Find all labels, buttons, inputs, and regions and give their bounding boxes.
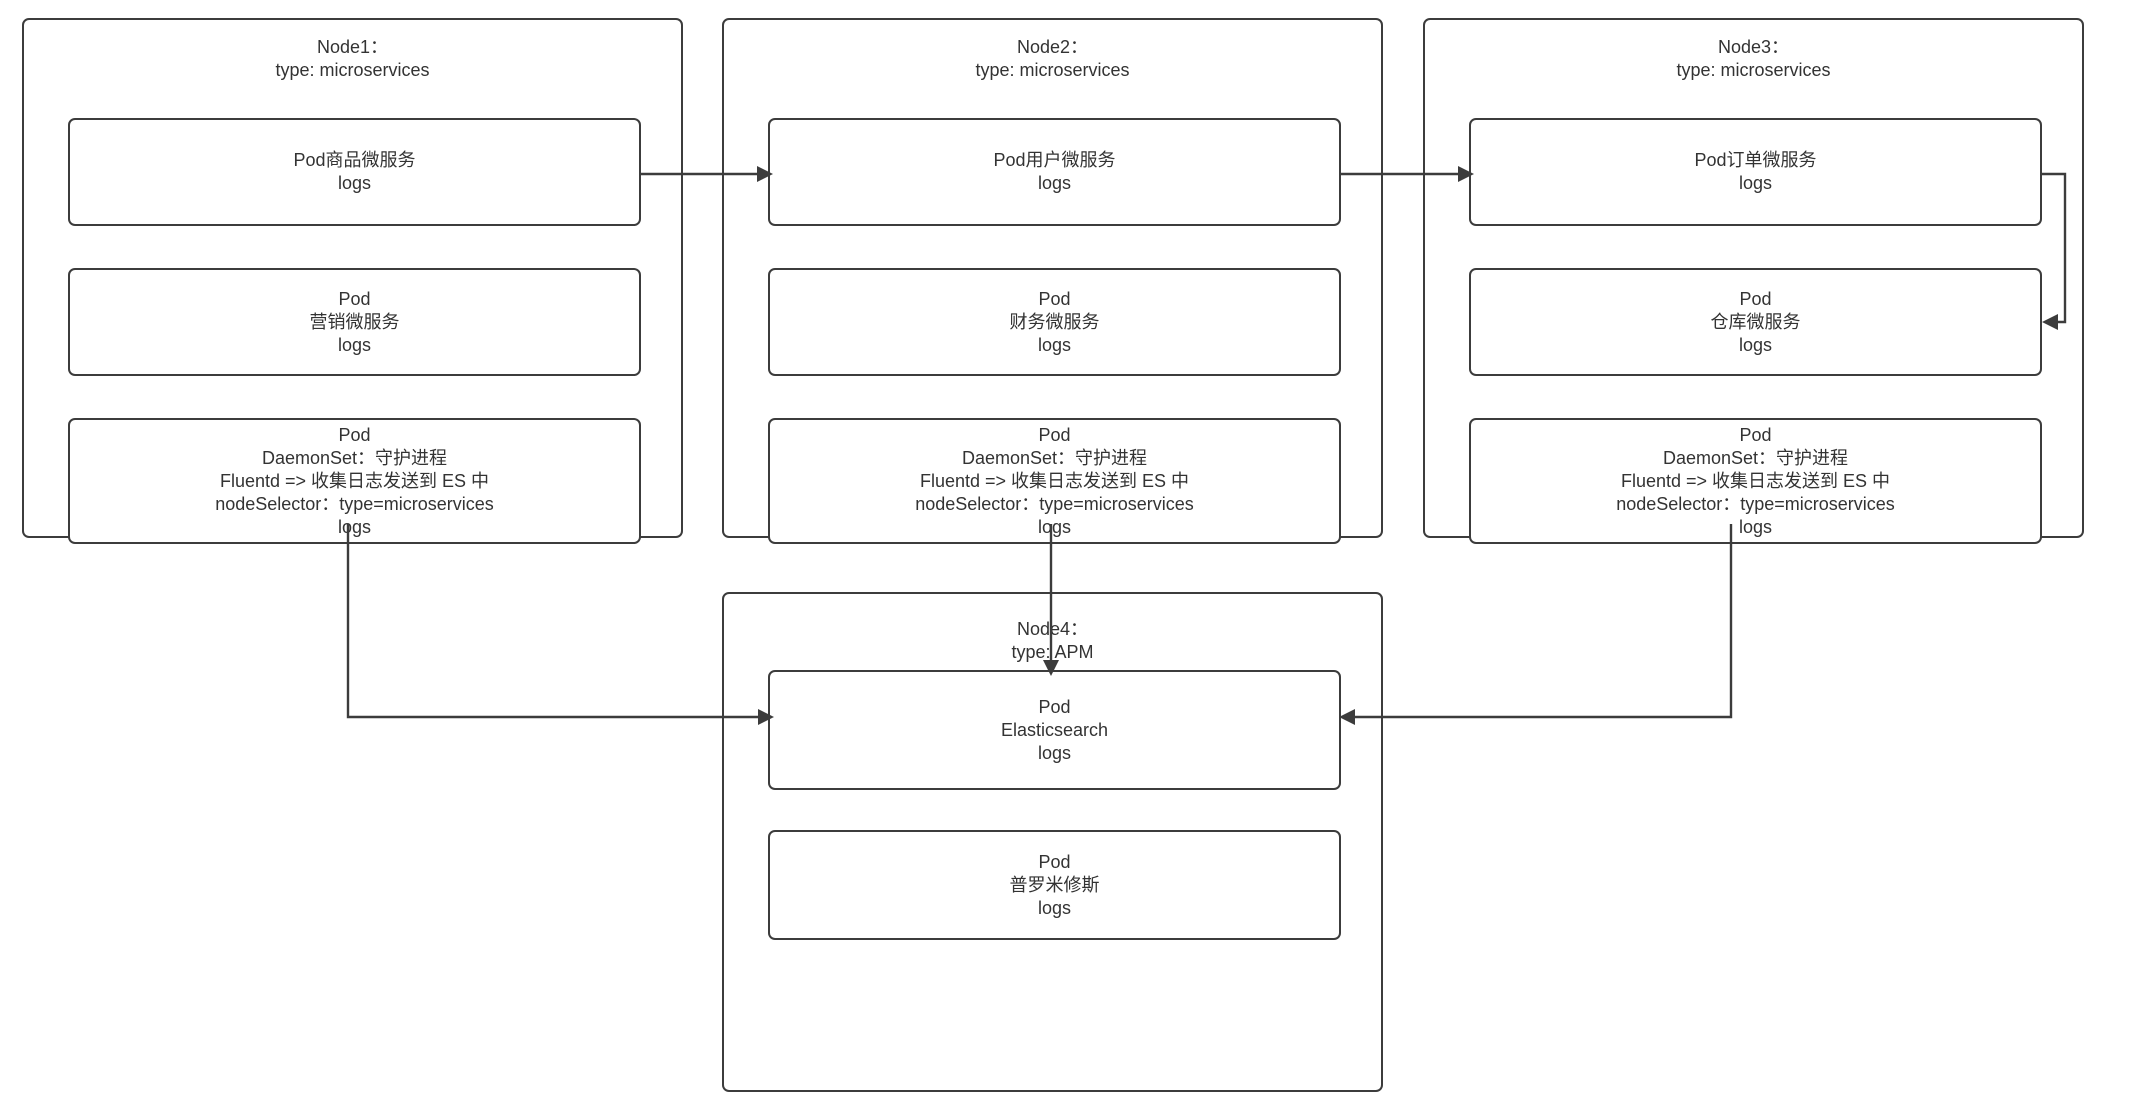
node-container-node3[interactable]: Node3： type: microservices Pod订单微服务 logs… (1423, 18, 2084, 544)
pod-box-node3-order[interactable]: Pod订单微服务 logs (1469, 118, 2042, 226)
pod-label-node2-user: Pod用户微服务 logs (993, 150, 1116, 193)
pod-box-node2-finance[interactable]: Pod 财务微服务 logs (768, 268, 1341, 376)
pod-label-node3-daemonset: Pod DaemonSet：守护进程 Fluentd => 收集日志发送到 ES… (1616, 424, 1895, 537)
node1-header: Node1： type: microservices (275, 37, 430, 80)
node-container-node1[interactable]: Node1： type: microservices Pod商品微服务 logs… (22, 18, 683, 544)
node-container-node4[interactable]: Node4： type: APM Pod Elasticsearch logs … (722, 592, 1383, 1092)
pod-box-node1-daemonset[interactable]: Pod DaemonSet：守护进程 Fluentd => 收集日志发送到 ES… (68, 418, 641, 544)
node3-header: Node3： type: microservices (1676, 37, 1831, 80)
node-container-node2[interactable]: Node2： type: microservices Pod用户微服务 logs… (722, 18, 1383, 544)
pod-label-node4-elasticsearch: Pod Elasticsearch logs (1000, 696, 1109, 763)
pod-box-node4-prometheus[interactable]: Pod 普罗米修斯 logs (768, 830, 1341, 940)
pod-label-node3-order: Pod订单微服务 logs (1694, 150, 1817, 193)
pod-box-node2-user[interactable]: Pod用户微服务 logs (768, 118, 1341, 226)
pod-label-node2-daemonset: Pod DaemonSet：守护进程 Fluentd => 收集日志发送到 ES… (915, 424, 1194, 537)
connector-node1-daemonset-to-elasticsearch (346, 524, 774, 725)
pod-label-node4-prometheus: Pod 普罗米修斯 logs (1009, 851, 1100, 918)
pod-label-node1-marketing: Pod 营销微服务 logs (309, 288, 400, 355)
connector-node3-daemonset-to-elasticsearch (1339, 524, 1733, 725)
pod-label-node2-finance: Pod 财务微服务 logs (1009, 288, 1100, 355)
pod-box-node2-daemonset[interactable]: Pod DaemonSet：守护进程 Fluentd => 收集日志发送到 ES… (768, 418, 1341, 544)
pod-label-node1-daemonset: Pod DaemonSet：守护进程 Fluentd => 收集日志发送到 ES… (215, 424, 494, 537)
pod-box-node1-marketing[interactable]: Pod 营销微服务 logs (68, 268, 641, 376)
pod-label-node3-warehouse: Pod 仓库微服务 logs (1710, 288, 1801, 355)
pod-box-node3-daemonset[interactable]: Pod DaemonSet：守护进程 Fluentd => 收集日志发送到 ES… (1469, 418, 2042, 544)
node4-header: Node4： type: APM (1011, 619, 1094, 662)
pod-label-node1-product: Pod商品微服务 logs (293, 150, 416, 193)
node2-header: Node2： type: microservices (975, 37, 1130, 80)
pod-box-node1-product[interactable]: Pod商品微服务 logs (68, 118, 641, 226)
pod-box-node3-warehouse[interactable]: Pod 仓库微服务 logs (1469, 268, 2042, 376)
pod-box-node4-elasticsearch[interactable]: Pod Elasticsearch logs (768, 670, 1341, 790)
